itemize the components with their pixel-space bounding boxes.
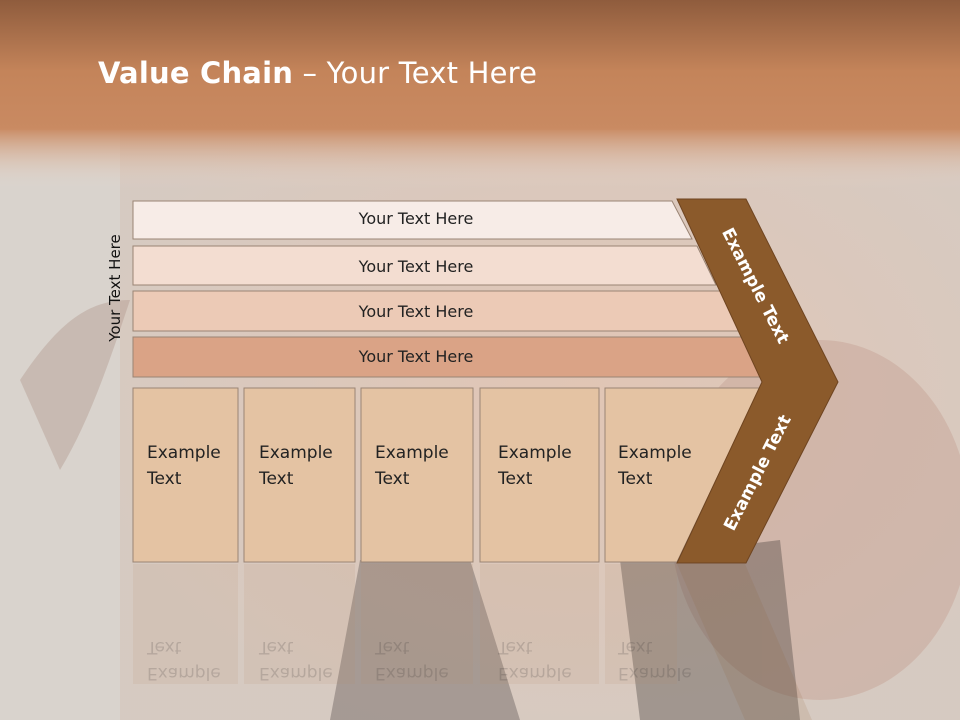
- box-3[interactable]: [360, 387, 474, 563]
- title-rest: – Your Text Here: [293, 56, 538, 90]
- bar-1-label: Your Text Here: [358, 209, 474, 228]
- bar-2[interactable]: [132, 245, 717, 286]
- page-title: Value Chain – Your Text Here: [98, 56, 537, 90]
- chevron-arrow[interactable]: [676, 198, 839, 564]
- bar-3-label: Your Text Here: [358, 302, 474, 321]
- reflection: [133, 564, 812, 720]
- box-2[interactable]: [243, 387, 356, 563]
- bar-1[interactable]: [132, 200, 693, 240]
- bar-2-label: Your Text Here: [358, 257, 474, 276]
- box-4[interactable]: [479, 387, 600, 563]
- bar-4-label: Your Text Here: [358, 347, 474, 366]
- box-1[interactable]: [132, 387, 239, 563]
- title-bold: Value Chain: [98, 56, 294, 90]
